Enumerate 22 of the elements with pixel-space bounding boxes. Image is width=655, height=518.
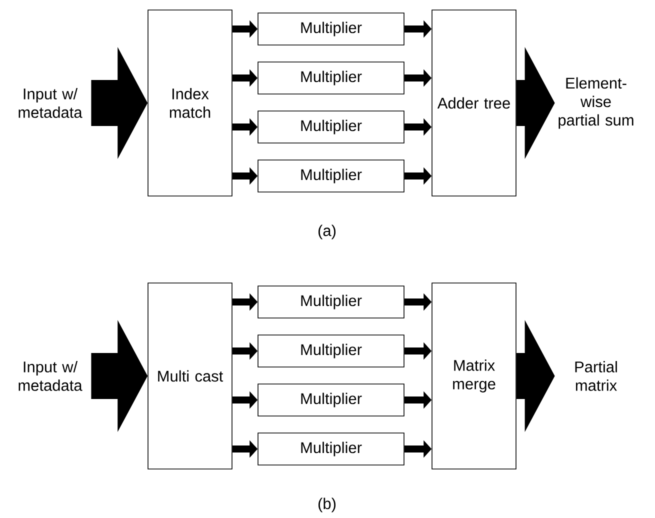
label-text: Element-wise partial sum [558, 77, 634, 129]
label-text: Partial matrix [575, 361, 617, 391]
process-box: Matrix merge [432, 282, 516, 470]
arrow [91, 46, 148, 159]
process-box: Multiplier [258, 384, 404, 416]
process-box: Multiplier [258, 334, 404, 368]
process-box: Multiplier [258, 12, 404, 46]
subfigure-label: (b) [318, 498, 336, 512]
subfigure-label: (a) [318, 224, 336, 240]
process-box: Multiplier [258, 432, 404, 466]
process-box: Multiplier [258, 110, 404, 144]
process-box: Multiplier [258, 62, 404, 94]
process-box: Multi cast [148, 282, 232, 470]
process-box: Index match [148, 10, 232, 196]
arrow [516, 46, 555, 159]
process-box: Multiplier [258, 286, 404, 318]
process-box: Multiplier [258, 160, 404, 192]
process-box: Adder tree [432, 10, 516, 196]
arrow [91, 320, 148, 432]
label-text: Input w/ metadata [18, 88, 82, 118]
label-text: Input w/ metadata [18, 361, 82, 391]
arrow [516, 320, 555, 432]
